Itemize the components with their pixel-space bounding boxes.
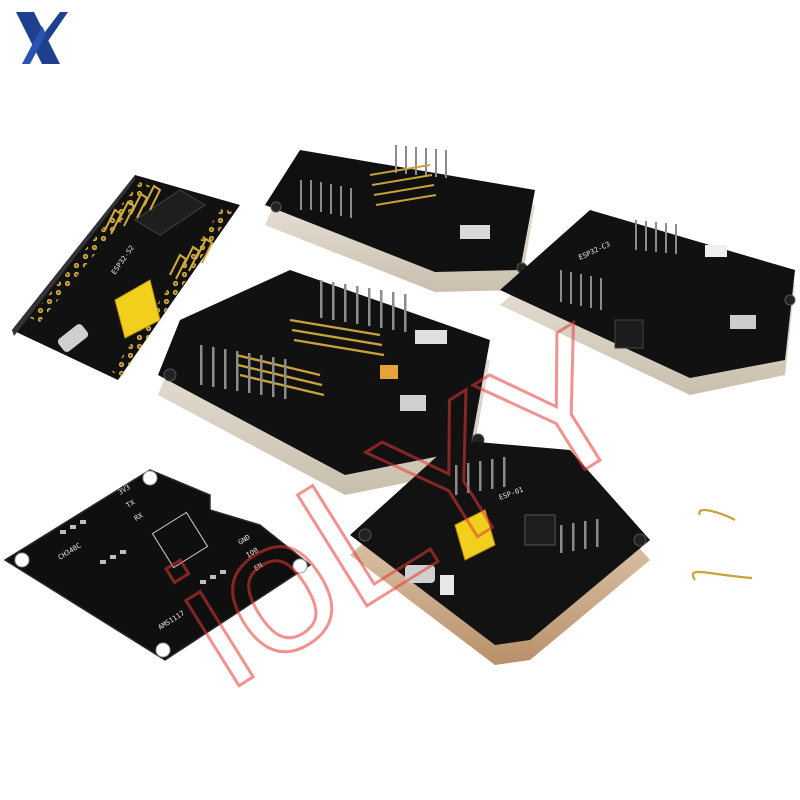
- fixture-bottom: ESP-01: [350, 440, 650, 665]
- fixture-center: [158, 270, 490, 495]
- fixture-top-right: ESP32-C3: [500, 210, 796, 395]
- pcb-label-rx: RX: [133, 511, 145, 523]
- brand-logo: [16, 12, 68, 64]
- pcb-label-en: EN: [253, 561, 264, 572]
- pcb-label-tx: TX: [125, 498, 137, 510]
- dev-board: ESP32-S2: [12, 175, 240, 380]
- hook-pins: [691, 508, 753, 581]
- pcb-bare: CH340C AMS1117 GND IO0 EN 3V3 TX RX: [3, 469, 312, 661]
- fixture-top-center: [265, 145, 535, 292]
